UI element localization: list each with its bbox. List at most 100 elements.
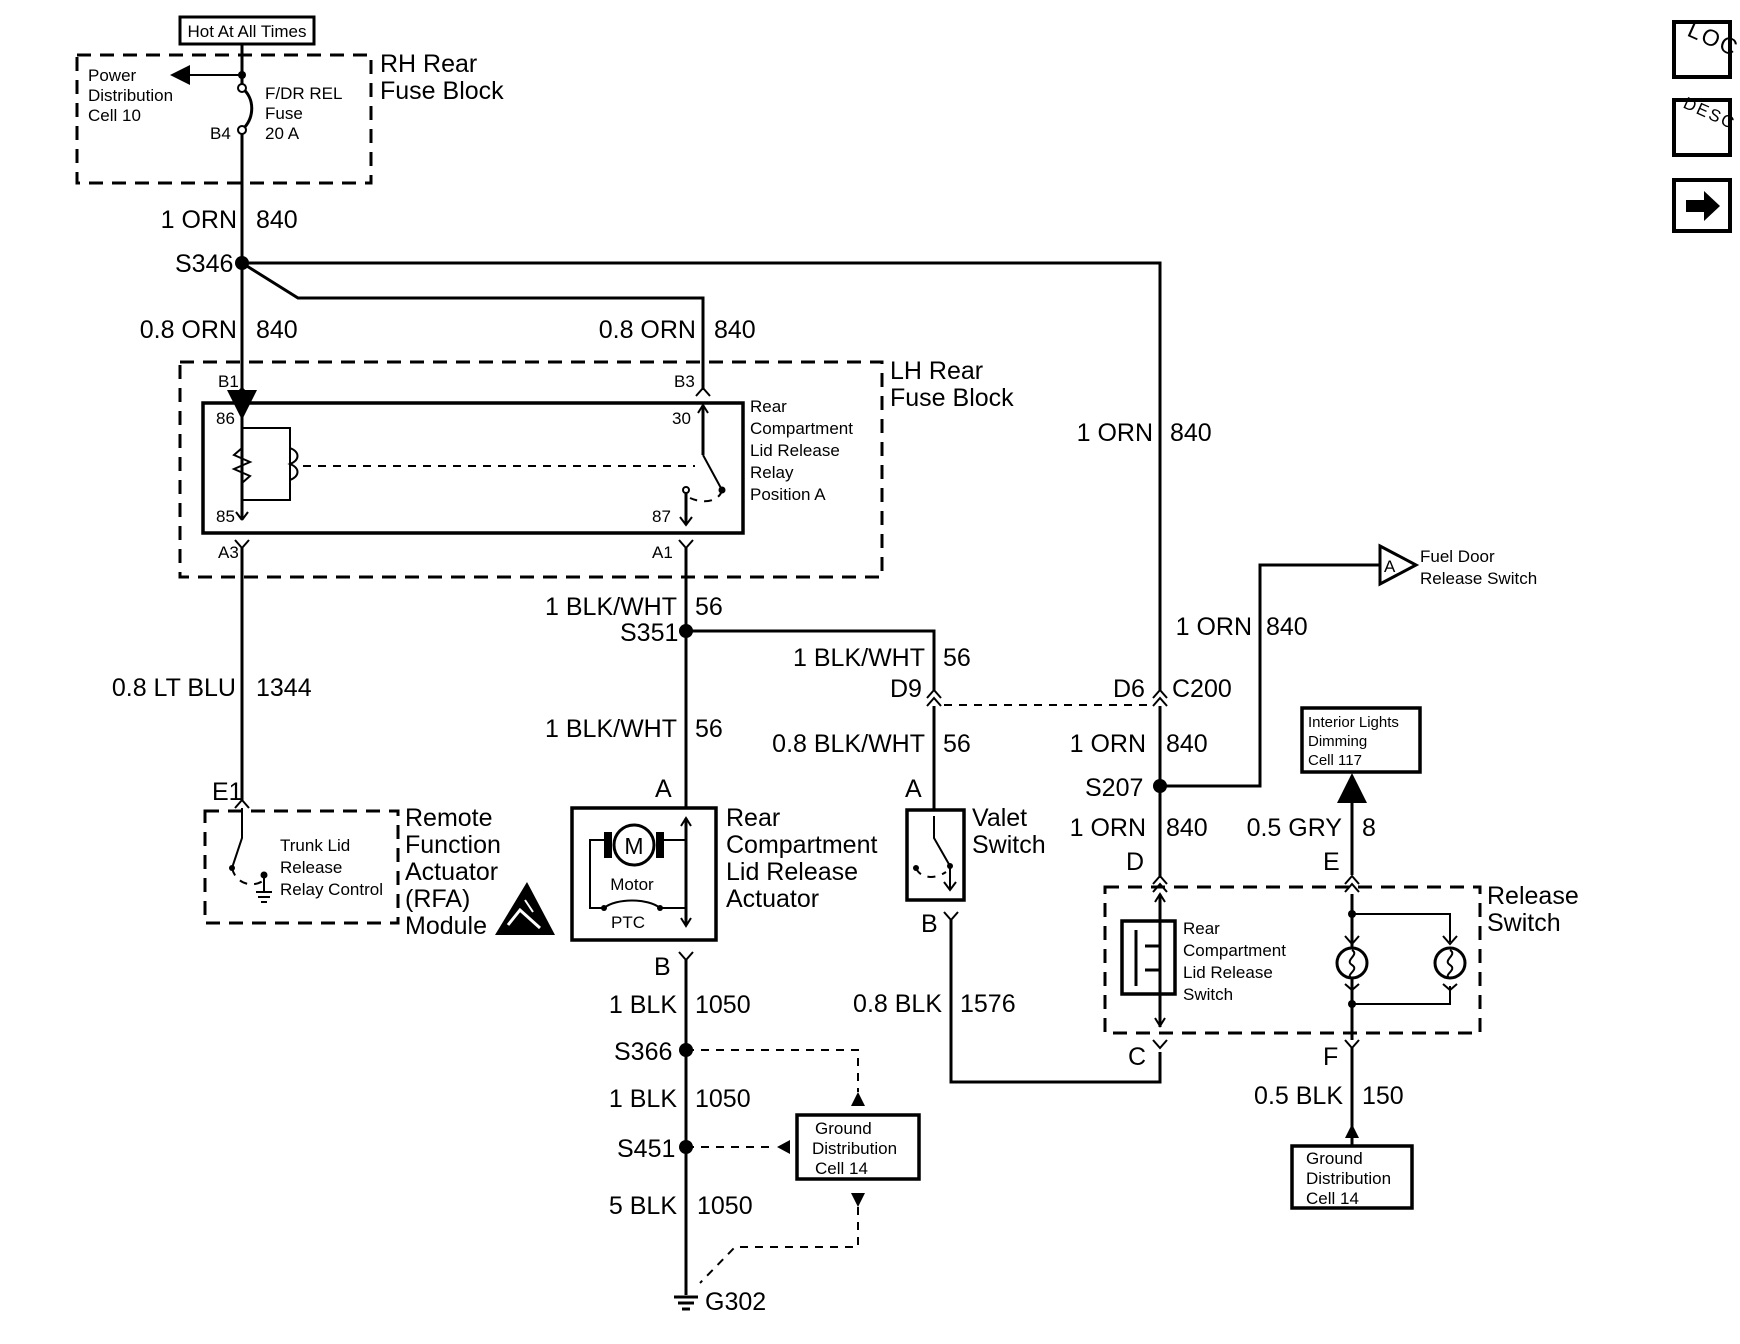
svg-text:Distribution: Distribution (1306, 1169, 1391, 1188)
svg-text:Rear: Rear (726, 804, 780, 832)
wire-label-w7: 1 BLK/WHT 56 (545, 715, 723, 743)
svg-text:Fuse: Fuse (265, 104, 303, 123)
svg-text:1576: 1576 (960, 990, 1016, 1018)
svg-text:0.8 ORN: 0.8 ORN (140, 316, 237, 344)
wire-label-w6: 1 BLK/WHT 56 (545, 593, 723, 621)
svg-text:Position A: Position A (750, 485, 826, 504)
svg-text:D6: D6 (1113, 675, 1145, 703)
hot-at-all-times-label: Hot At All Times (178, 15, 316, 46)
svg-text:840: 840 (256, 316, 298, 344)
svg-text:Cell 14: Cell 14 (1306, 1189, 1359, 1208)
wire-label-w1: 1 ORN 840 (161, 206, 298, 234)
svg-text:Distribution: Distribution (812, 1139, 897, 1158)
relay-switch-icon (679, 403, 726, 527)
svg-text:Valet: Valet (972, 804, 1027, 832)
svg-text:LH Rear: LH Rear (890, 357, 983, 385)
svg-text:Fuse Block: Fuse Block (890, 384, 1014, 412)
svg-text:Compartment: Compartment (750, 419, 853, 438)
svg-text:840: 840 (1166, 730, 1208, 758)
svg-text:B: B (654, 953, 671, 981)
svg-text:1 ORN: 1 ORN (1176, 613, 1252, 641)
svg-text:A: A (1384, 557, 1396, 576)
release-switch: Release Switch Rear Compartment Lid Rele… (1103, 882, 1579, 1040)
svg-text:B3: B3 (674, 372, 695, 391)
svg-text:1 ORN: 1 ORN (161, 206, 237, 234)
svg-text:150: 150 (1362, 1082, 1404, 1110)
svg-text:Lid Release: Lid Release (750, 441, 840, 460)
svg-text:F: F (1323, 1043, 1338, 1071)
svg-text:1 BLK: 1 BLK (609, 991, 677, 1019)
svg-text:D: D (1126, 848, 1144, 876)
svg-text:RH Rear: RH Rear (380, 50, 477, 78)
svg-text:85: 85 (216, 507, 235, 526)
svg-text:Remote: Remote (405, 804, 493, 832)
ground-distribution-right: Ground Distribution Cell 14 (1290, 1144, 1414, 1210)
next-arrow-icon (1686, 191, 1720, 221)
svg-text:1344: 1344 (256, 674, 312, 702)
svg-text:0.5 BLK: 0.5 BLK (1254, 1082, 1343, 1110)
wire-label-w10: 1 ORN 840 (1176, 613, 1308, 641)
relay-coil-icon (227, 390, 299, 521)
motor-icon (612, 823, 656, 867)
svg-text:0.8 ORN: 0.8 ORN (599, 316, 696, 344)
svg-text:5 BLK: 5 BLK (609, 1192, 677, 1220)
svg-text:Hot At All Times: Hot At All Times (187, 22, 306, 41)
wire-label-w5: 0.8 LT BLU 1344 (112, 674, 312, 702)
fuel-door-ref: A Fuel Door Release Switch (1378, 543, 1537, 588)
svg-text:Function: Function (405, 831, 501, 859)
svg-text:Relay Control: Relay Control (280, 880, 383, 899)
svg-text:56: 56 (943, 730, 971, 758)
svg-text:Lid Release: Lid Release (726, 858, 858, 886)
wire-label-w8: 1 BLK/WHT 56 (793, 644, 971, 672)
svg-text:Cell 117: Cell 117 (1308, 752, 1362, 769)
svg-text:0.5 GRY: 0.5 GRY (1247, 814, 1343, 842)
interior-lights-ref: Interior Lights Dimming Cell 117 (1300, 706, 1422, 774)
svg-text:(RFA): (RFA) (405, 885, 470, 913)
desc-button[interactable]: DESC (1672, 93, 1739, 157)
wire-label-w16: 5 BLK 1050 (609, 1192, 753, 1220)
lh-rear-fuse-block: LH Rear Fuse Block B1 B3 86 85 30 87 A3 … (178, 357, 1014, 579)
svg-text:8: 8 (1362, 814, 1376, 842)
svg-text:56: 56 (943, 644, 971, 672)
rfa-module: Trunk Lid Release Relay Control Remote F… (203, 804, 501, 940)
svg-text:Cell 10: Cell 10 (88, 106, 141, 125)
valet-switch (905, 808, 966, 902)
svg-text:Release: Release (280, 858, 342, 877)
svg-text:B: B (921, 910, 938, 938)
svg-text:A: A (655, 775, 672, 803)
svg-text:Switch: Switch (972, 831, 1046, 859)
svg-text:1050: 1050 (697, 1192, 753, 1220)
svg-text:840: 840 (1266, 613, 1308, 641)
ground-distribution-mid: Ground Distribution Cell 14 (795, 1113, 921, 1181)
wire-label-w14: 1 BLK 1050 (609, 991, 751, 1019)
wire-label-w18: 0.5 BLK 150 (1254, 1082, 1404, 1110)
svg-text:Dimming: Dimming (1308, 733, 1367, 750)
svg-text:840: 840 (256, 206, 298, 234)
svg-text:1 ORN: 1 ORN (1077, 419, 1153, 447)
svg-text:86: 86 (216, 409, 235, 428)
svg-text:Compartment: Compartment (726, 831, 877, 859)
svg-text:Fuel Door: Fuel Door (1420, 547, 1495, 566)
svg-text:1050: 1050 (695, 991, 751, 1019)
lid-release-actuator: M Motor PTC (570, 806, 718, 942)
next-button[interactable] (1672, 178, 1732, 233)
svg-text:G302: G302 (705, 1288, 766, 1316)
wire-label-w2: 0.8 ORN 840 (140, 316, 298, 344)
svg-text:840: 840 (1166, 814, 1208, 842)
wire-label-w3: 0.8 ORN 840 (599, 316, 756, 344)
svg-text:1 BLK/WHT: 1 BLK/WHT (545, 593, 677, 621)
svg-text:S351: S351 (620, 619, 678, 647)
svg-text:S346: S346 (175, 250, 233, 278)
loc-button[interactable]: LOC (1672, 16, 1740, 79)
svg-text:D9: D9 (890, 675, 922, 703)
svg-text:0.8 BLK: 0.8 BLK (853, 990, 942, 1018)
connector-c200: D6 C200 (944, 675, 1232, 707)
svg-text:Cell 14: Cell 14 (815, 1159, 868, 1178)
svg-text:Actuator: Actuator (726, 885, 819, 913)
svg-text:0.8 BLK/WHT: 0.8 BLK/WHT (772, 730, 925, 758)
svg-text:Actuator: Actuator (405, 858, 498, 886)
svg-text:20 A: 20 A (265, 124, 300, 143)
wire-label-w15: 1 BLK 1050 (609, 1085, 751, 1113)
svg-text:C: C (1128, 1043, 1146, 1071)
